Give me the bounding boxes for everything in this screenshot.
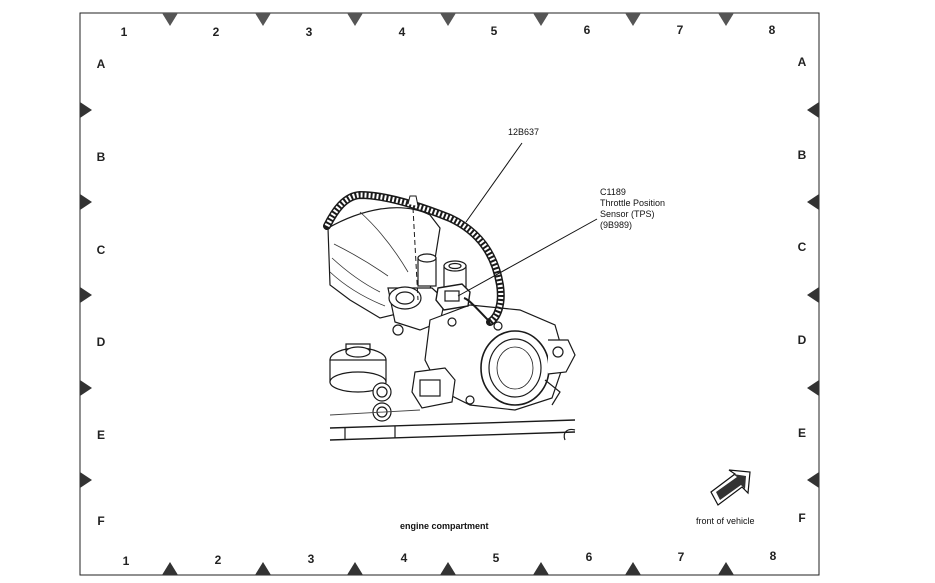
tps-name-line2: Sensor (TPS) bbox=[600, 209, 655, 219]
tps-leader-line bbox=[457, 218, 598, 297]
left-grid-markers bbox=[80, 102, 92, 488]
grid-col-bottom-1: 1 bbox=[122, 554, 130, 568]
grid-col-bottom-4: 4 bbox=[400, 551, 408, 565]
grid-row-right-f: F bbox=[798, 511, 806, 525]
tps-sensor bbox=[435, 283, 471, 311]
bottom-grid-markers bbox=[162, 562, 734, 575]
tps-connector-id: C1189 bbox=[600, 187, 626, 197]
harness-callout: 12B637 bbox=[508, 127, 540, 137]
top-grid-markers bbox=[162, 13, 734, 26]
grid-col-top-2: 2 bbox=[212, 25, 220, 39]
grid-row-left-a: A bbox=[96, 57, 106, 71]
grid-col-top-1: 1 bbox=[120, 25, 128, 39]
grid-row-left-e: E bbox=[96, 428, 106, 442]
grid-col-top-4: 4 bbox=[398, 25, 406, 39]
grid-row-right-b: B bbox=[797, 148, 807, 162]
front-arrow-icon bbox=[710, 469, 751, 506]
grid-row-left-d: D bbox=[96, 335, 106, 349]
view-caption: engine compartment bbox=[400, 521, 489, 531]
grid-col-bottom-6: 6 bbox=[585, 550, 593, 564]
grid-col-bottom-7: 7 bbox=[677, 550, 685, 564]
grid-col-top-6: 6 bbox=[583, 23, 591, 37]
grid-col-bottom-5: 5 bbox=[492, 551, 500, 565]
grid-col-bottom-3: 3 bbox=[307, 552, 315, 566]
harness-leader-line bbox=[465, 142, 523, 223]
front-of-vehicle-label: front of vehicle bbox=[696, 516, 755, 526]
grid-col-bottom-2: 2 bbox=[214, 553, 222, 567]
grid-col-top-8: 8 bbox=[768, 23, 776, 37]
grid-row-left-b: B bbox=[96, 150, 106, 164]
grid-col-top-7: 7 bbox=[676, 23, 684, 37]
grid-row-left-f: F bbox=[97, 514, 105, 528]
tps-callout: C1189 Throttle Position Sensor (TPS) (9B… bbox=[600, 187, 665, 231]
grid-col-top-5: 5 bbox=[490, 24, 498, 38]
grid-row-right-a: A bbox=[797, 55, 807, 69]
grid-row-right-e: E bbox=[797, 426, 807, 440]
tps-part-number: (9B989) bbox=[600, 220, 633, 230]
grid-row-right-c: C bbox=[797, 240, 807, 254]
tps-name-line1: Throttle Position bbox=[600, 198, 666, 208]
grid-col-bottom-8: 8 bbox=[769, 549, 777, 563]
wiring-harness bbox=[323, 190, 505, 326]
grid-row-left-c: C bbox=[96, 243, 106, 257]
throttle-bore bbox=[480, 330, 550, 406]
grid-row-right-d: D bbox=[797, 333, 807, 347]
engine-illustration bbox=[327, 207, 576, 441]
right-grid-markers bbox=[807, 102, 819, 488]
grid-col-top-3: 3 bbox=[305, 25, 313, 39]
